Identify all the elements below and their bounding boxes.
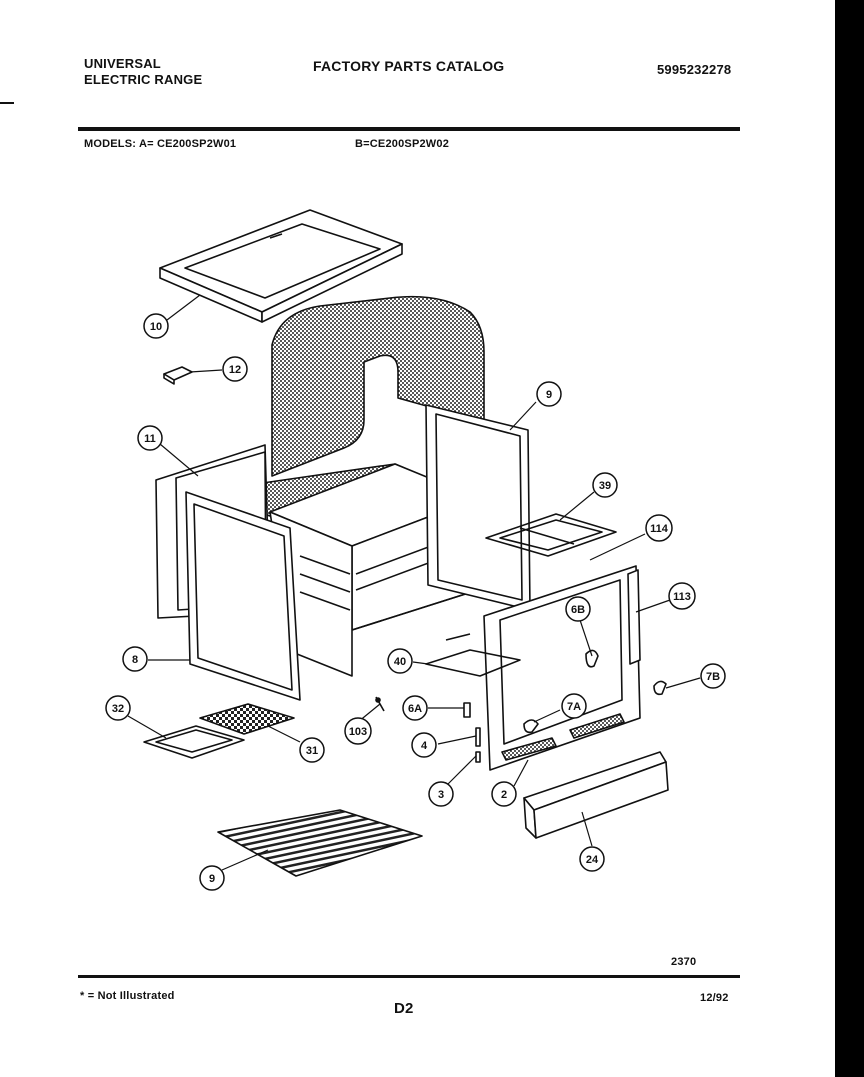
revision-date: 12/92 <box>700 992 729 1004</box>
callout-40: 40 <box>387 648 413 674</box>
model-a: MODELS: A= CE200SP2W01 <box>84 138 237 150</box>
drawer-front-part <box>523 751 669 839</box>
brand-line-1: UNIVERSAL <box>84 56 161 71</box>
small-hardware-parts <box>375 696 481 763</box>
rear-panel-part <box>425 404 531 611</box>
callout-labels: 10 12 11 9 39 114 113 6B 7B 8 40 6A 7A 3… <box>105 313 726 891</box>
svg-text:114: 114 <box>650 523 669 535</box>
callout-8: 8 <box>122 646 148 672</box>
model-b: B=CE200SP2W02 <box>355 138 450 150</box>
svg-text:9: 9 <box>546 389 552 401</box>
exploded-parts-diagram: 10 12 11 9 39 114 113 6B 7B 8 40 6A 7A 3… <box>105 209 726 891</box>
svg-text:6A: 6A <box>408 703 422 715</box>
broiler-pan-part <box>143 725 245 759</box>
front-side-panel-part <box>185 491 301 701</box>
brand-line-2: ELECTRIC RANGE <box>84 72 203 87</box>
page-code: D2 <box>394 1000 414 1017</box>
catalog-title: FACTORY PARTS CATALOG <box>313 58 505 74</box>
part-number: 5995232278 <box>657 62 732 77</box>
header-rule <box>78 127 740 131</box>
callout-6B: 6B <box>565 596 591 622</box>
callout-12: 12 <box>222 356 248 382</box>
callout-10: 10 <box>143 313 169 339</box>
callout-2: 2 <box>491 781 517 807</box>
not-illustrated-note: * = Not Illustrated <box>80 990 175 1002</box>
callout-114: 114 <box>645 514 673 542</box>
callout-6A: 6A <box>402 695 428 721</box>
svg-text:4: 4 <box>421 740 428 752</box>
callout-32: 32 <box>105 695 131 721</box>
broil-element-part <box>485 513 617 557</box>
callout-11: 11 <box>137 425 163 451</box>
oven-rack-part <box>217 809 423 877</box>
callout-31: 31 <box>299 737 325 763</box>
svg-text:24: 24 <box>586 854 599 866</box>
callout-7A: 7A <box>561 693 587 719</box>
callout-4: 4 <box>411 732 437 758</box>
callout-9-bottom: 9 <box>199 865 225 891</box>
footer-rule <box>78 975 740 978</box>
callout-3: 3 <box>428 781 454 807</box>
svg-text:113: 113 <box>673 591 691 603</box>
callout-7B: 7B <box>700 663 726 689</box>
svg-text:7B: 7B <box>706 671 720 683</box>
svg-text:6B: 6B <box>571 604 585 616</box>
svg-text:103: 103 <box>349 726 367 738</box>
callout-39: 39 <box>592 472 618 498</box>
catalog-page: UNIVERSAL ELECTRIC RANGE FACTORY PARTS C… <box>0 0 835 1077</box>
svg-text:12: 12 <box>229 364 241 376</box>
svg-text:40: 40 <box>394 656 406 668</box>
callout-9-top: 9 <box>536 381 562 407</box>
oven-front-frame-part <box>483 565 641 771</box>
svg-text:8: 8 <box>132 654 138 666</box>
svg-text:39: 39 <box>599 480 611 492</box>
cooktop-tray-part <box>159 209 403 323</box>
broiler-grid-part <box>199 703 295 735</box>
callout-103: 103 <box>344 717 372 745</box>
figure-number: 2370 <box>671 956 697 968</box>
svg-text:11: 11 <box>144 433 156 445</box>
svg-text:32: 32 <box>112 703 124 715</box>
bottom-trim-part <box>501 713 625 761</box>
hinge-parts <box>523 649 667 734</box>
scan-mark <box>0 102 14 104</box>
callout-24: 24 <box>579 846 605 872</box>
svg-text:2: 2 <box>501 789 507 801</box>
svg-text:10: 10 <box>150 321 162 333</box>
bake-element-part <box>425 633 521 677</box>
bracket-part <box>163 366 193 385</box>
svg-text:7A: 7A <box>567 701 581 713</box>
svg-text:31: 31 <box>306 745 318 757</box>
callout-113: 113 <box>668 582 696 610</box>
svg-text:9: 9 <box>209 873 215 885</box>
svg-text:3: 3 <box>438 789 444 801</box>
